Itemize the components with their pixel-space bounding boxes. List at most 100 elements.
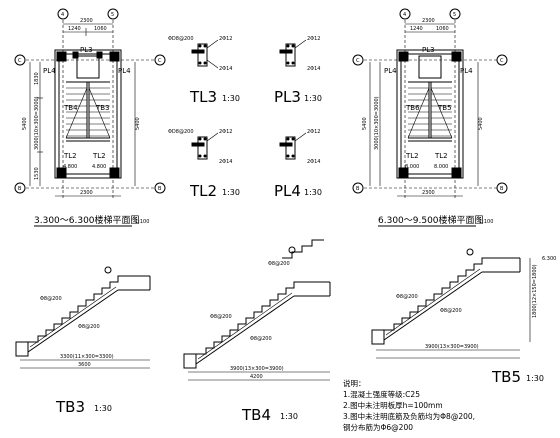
svg-text:Φ8@200: Φ8@200 [250, 336, 272, 342]
detail-scale: 1:30 [304, 94, 322, 103]
svg-text:ΦD8@200: ΦD8@200 [168, 36, 194, 42]
dim-text: 1060 [94, 26, 107, 32]
dim-text: 3000(10×300=3000) [34, 96, 40, 150]
dim-text: 2300 [422, 190, 435, 196]
dim-text: 1800(12×150=1800) [532, 264, 538, 318]
section-tb5: 3900(13×300=3900) 1800(12×150=1800) 6.30… [371, 248, 556, 386]
notes-heading: 说明： [343, 378, 366, 388]
level-text: 8.000 [405, 164, 419, 170]
label-tl2: TL2 [63, 152, 77, 160]
dim-text: 2300 [80, 18, 93, 24]
dim-text: 1240 [68, 26, 81, 32]
label-tl2: TL2 [405, 152, 419, 160]
level-text: 8.000 [434, 164, 448, 170]
detail-tl2-title: TL2 [189, 182, 217, 200]
dim-text: 5400 [478, 117, 484, 130]
detail-tl3-title: TL3 [189, 88, 217, 106]
dim-text: 3600 [78, 362, 91, 368]
level-text: 4.800 [63, 164, 77, 170]
stair-wall [54, 49, 122, 179]
axis-bubble-5 [107, 8, 119, 20]
note-line: 1.混凝土强度等级:C25 [343, 389, 420, 399]
axis-label: B [18, 186, 22, 192]
axis-label: 4 [61, 12, 64, 18]
note-line: 2.图中未注明板厚h=100mm [343, 400, 443, 410]
dim-text: 3900(13×300=3900) [425, 344, 479, 350]
svg-text:Φ8@200: Φ8@200 [268, 261, 290, 267]
detail-scale: 1:30 [222, 94, 240, 103]
dim-text: 3300(11×300=3300) [60, 354, 114, 360]
dim-text: 2300 [422, 18, 435, 24]
label-pl3: PL3 [80, 46, 93, 54]
svg-text:2Φ12: 2Φ12 [307, 36, 320, 42]
dim-text: 1060 [436, 26, 449, 32]
svg-text:Φ8@200: Φ8@200 [210, 314, 232, 320]
note-line: 3.图中未注明底筋及负筋均为Φ8@200, [343, 411, 475, 421]
label-tb3: TB3 [95, 104, 110, 112]
label-tb5: TB5 [437, 104, 452, 112]
section-scale: 1:30 [94, 404, 112, 413]
axis-label: B [356, 186, 360, 192]
plan-1-scale: 1:100 [135, 219, 149, 225]
svg-text:Φ8@200: Φ8@200 [396, 294, 418, 300]
svg-text:2Φ12: 2Φ12 [219, 129, 232, 135]
axis-label: 5 [453, 12, 456, 18]
label-pl4: PL4 [384, 67, 397, 75]
section-tb5-title: TB5 [491, 368, 521, 386]
plan-2-scale: 1:100 [479, 219, 493, 225]
label-pl4: PL4 [118, 67, 131, 75]
svg-text:2Φ14: 2Φ14 [219, 66, 232, 72]
section-scale: 1:30 [526, 374, 544, 383]
label-pl3: PL3 [422, 46, 435, 54]
stair-plan-1: 4 5 2300 1240 1060 C C B B 5400 1830 300… [14, 8, 166, 227]
dim-text: 5400 [135, 117, 141, 130]
dim-text: 3000(10×300=3000) [374, 96, 380, 150]
axis-bubble-4 [57, 8, 69, 20]
beam-details: ΦD8@200 2Φ12 2Φ14 TL3 1:30 2Φ12 2Φ14 PL3… [168, 36, 322, 200]
dim-text: 2300 [80, 190, 93, 196]
label-tb6: TB6 [405, 104, 420, 112]
dim-text: 3900(13×300=3900) [230, 366, 284, 372]
detail-scale: 1:30 [304, 188, 322, 197]
note-line: 钢分布筋为Φ6@200 [343, 422, 413, 432]
detail-scale: 1:30 [222, 188, 240, 197]
svg-text:2Φ12: 2Φ12 [219, 36, 232, 42]
dim-text: 5400 [22, 117, 28, 130]
svg-text:2Φ14: 2Φ14 [219, 159, 232, 165]
svg-text:Φ8@200: Φ8@200 [40, 296, 62, 302]
section-tb4-title: TB4 [241, 406, 271, 424]
axis-label: 5 [111, 12, 114, 18]
dim-text: 1530 [34, 167, 40, 180]
axis-label: B [158, 186, 162, 192]
dim-text: 5400 [362, 117, 368, 130]
elev-text: 6.300 [542, 256, 556, 262]
section-scale: 1:30 [280, 412, 298, 421]
svg-text:2Φ14: 2Φ14 [307, 66, 320, 72]
label-tl2: TL2 [92, 152, 106, 160]
notes-block: 说明： 1.混凝土强度等级:C25 2.图中未注明板厚h=100mm 3.图中未… [343, 378, 475, 432]
level-text: 4.800 [92, 164, 106, 170]
plan-1-title: 3.300～6.300楼梯平面图 [34, 214, 140, 226]
svg-text:2Φ12: 2Φ12 [307, 129, 320, 135]
dim-text: 1830 [34, 72, 40, 85]
dim-text: 4200 [250, 374, 263, 380]
section-tb3: 3300(11×300=3300) 3600 Φ8@200 Φ8@200 TB3… [15, 266, 151, 416]
label-tl2: TL2 [434, 152, 448, 160]
axis-label: C [18, 58, 22, 64]
plan-2-title: 6.300～9.500楼梯平面图 [378, 214, 484, 226]
axis-label: C [356, 58, 360, 64]
axis-label: C [158, 58, 162, 64]
label-tb4: TB4 [63, 104, 78, 112]
svg-text:ΦD8@200: ΦD8@200 [168, 129, 194, 135]
svg-text:Φ8@200: Φ8@200 [78, 324, 100, 330]
axis-label: C [500, 58, 504, 64]
svg-text:Φ8@200: Φ8@200 [440, 308, 462, 314]
axis-label: B [500, 186, 504, 192]
detail-pl4-title: PL4 [274, 182, 301, 200]
label-pl4: PL4 [43, 67, 56, 75]
svg-text:2Φ14: 2Φ14 [307, 159, 320, 165]
section-tb4: 3900(13×300=3900) 4200 Φ8@200 Φ8@200 Φ8@… [183, 239, 331, 424]
section-tb3-title: TB3 [55, 398, 85, 416]
label-pl4: PL4 [460, 67, 473, 75]
